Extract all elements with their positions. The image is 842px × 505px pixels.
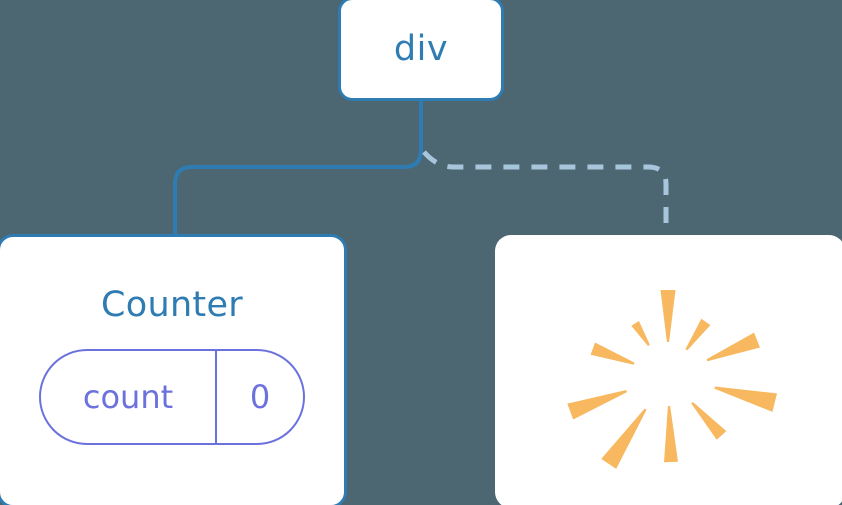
state-pill-key: count [82, 378, 174, 416]
burst-ray-8 [590, 342, 635, 365]
burst-ray-9 [631, 321, 650, 347]
burst-ray-5 [664, 405, 678, 463]
node-div[interactable]: div [338, 0, 504, 101]
burst-ray-3 [714, 386, 778, 412]
node-div-label: div [393, 28, 449, 69]
burst-ray-6 [601, 408, 647, 469]
edge-div-to-counter [173, 101, 423, 238]
edge-div-to-burst [422, 150, 669, 238]
node-render-flash[interactable] [495, 235, 842, 505]
burst-ray-7 [567, 390, 628, 420]
state-pill-count[interactable]: count 0 [39, 349, 305, 445]
state-pill-divider [215, 351, 217, 443]
sparkle-burst-icon [567, 290, 778, 469]
burst-ray-1 [685, 318, 711, 351]
burst-ray-2 [706, 332, 761, 362]
state-pill-value: 0 [249, 378, 271, 416]
burst-ray-0 [660, 290, 676, 342]
node-counter-title: Counter [101, 285, 243, 325]
node-counter[interactable]: Counter count 0 [0, 234, 347, 505]
burst-ray-4 [691, 402, 727, 440]
